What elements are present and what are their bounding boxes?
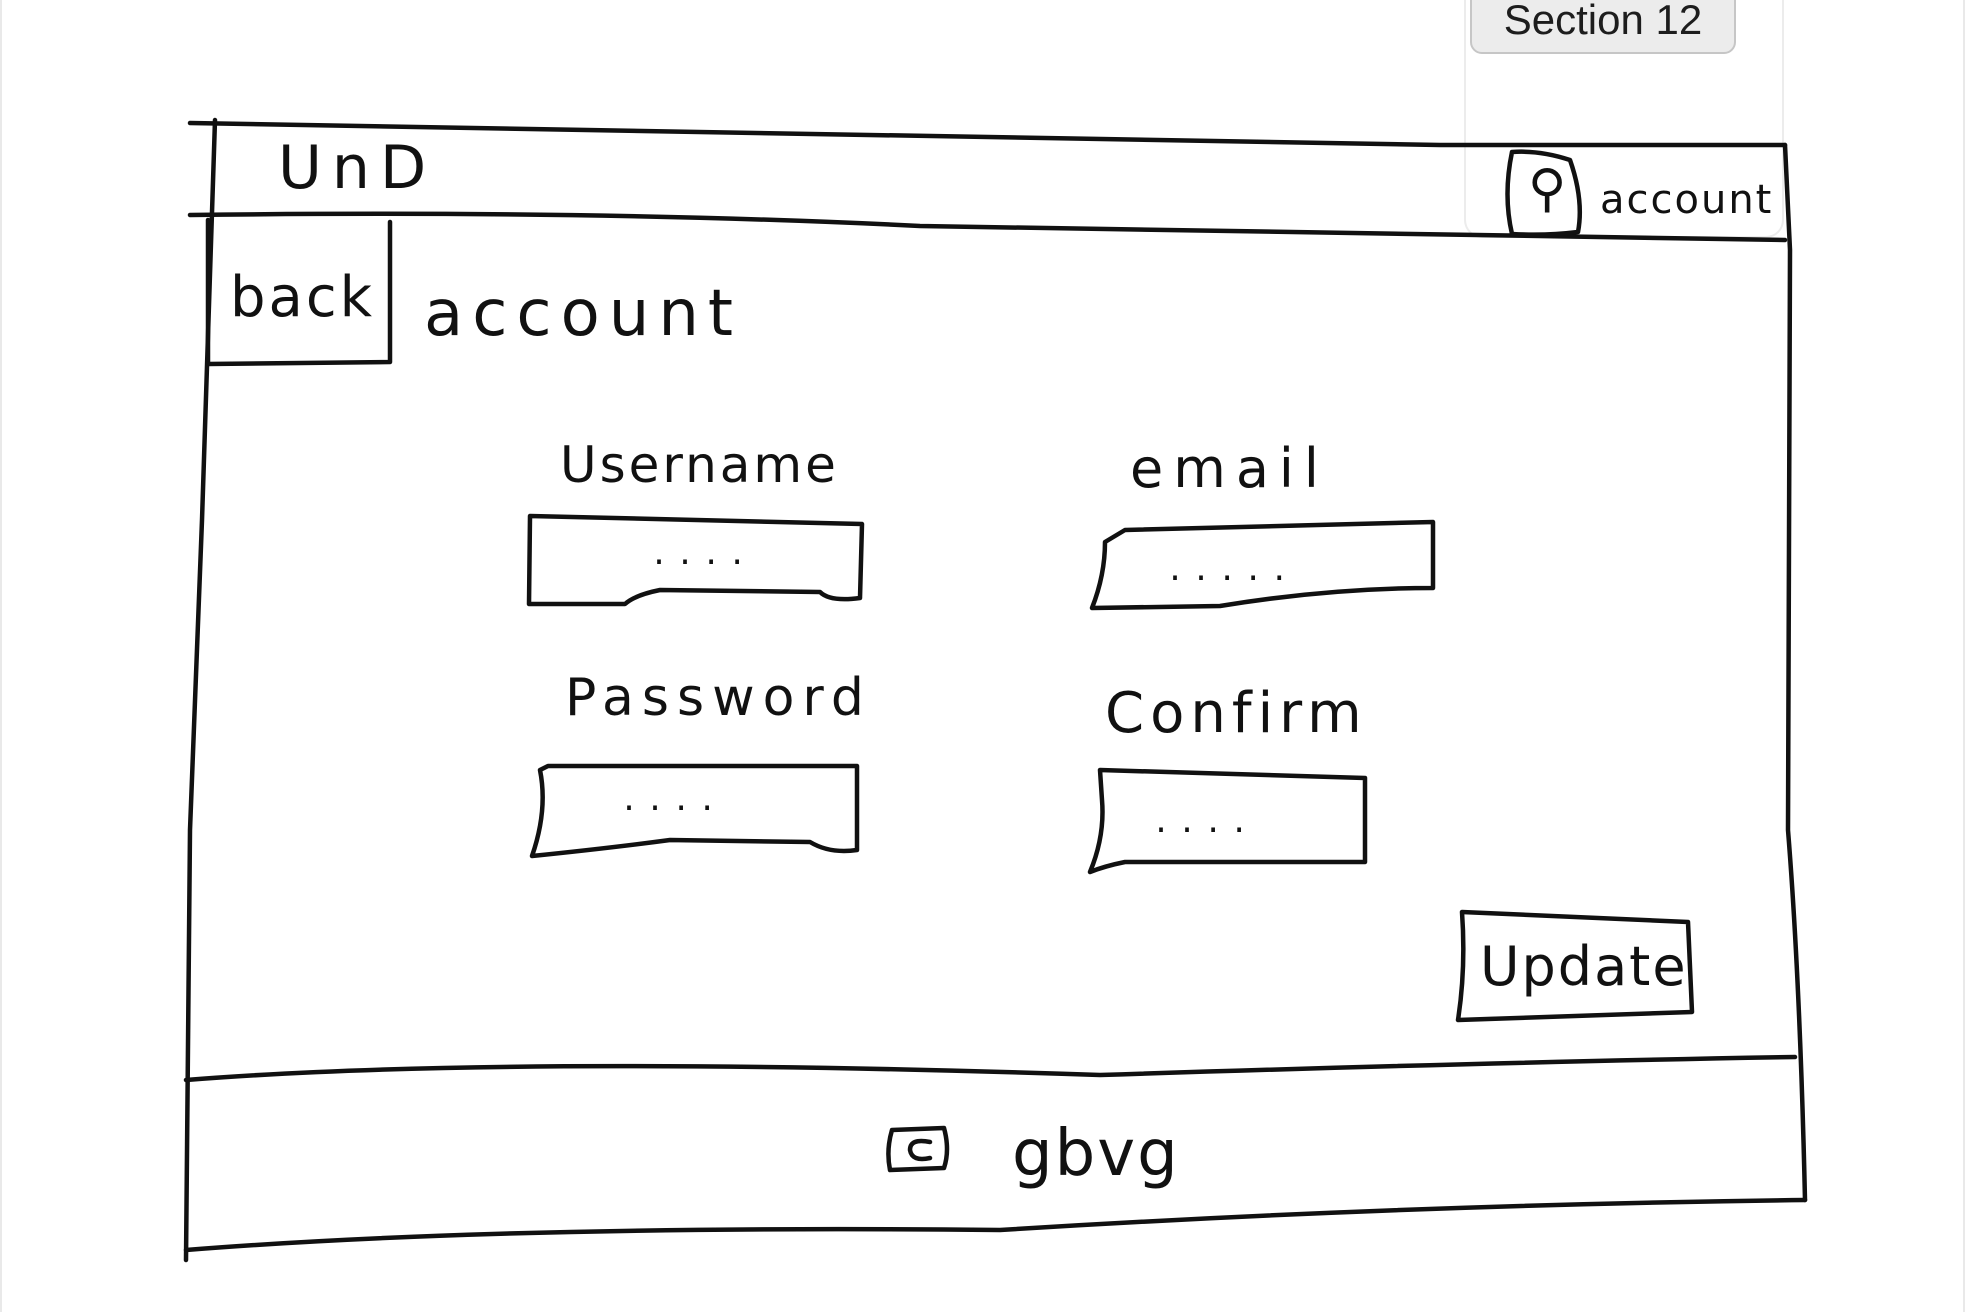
- update-button-label: Update: [1480, 935, 1688, 998]
- update-button-box: [1455, 909, 1695, 1023]
- email-field-box: [1089, 519, 1436, 611]
- header-divider: [187, 211, 1788, 243]
- footer-divider: [183, 1054, 1798, 1083]
- password-field-box: [529, 763, 860, 859]
- app-logo-text[interactable]: UnD: [278, 133, 437, 203]
- username-label: Username: [560, 436, 839, 494]
- password-input-value: ....: [620, 783, 725, 818]
- canvas-right-edge: [1963, 0, 1965, 1312]
- email-input-value: .....: [1166, 553, 1297, 588]
- password-label: Password: [565, 668, 872, 728]
- frame-bottom-line: [183, 1197, 1808, 1253]
- account-icon-box: [1505, 149, 1583, 237]
- confirm-input-value: ....: [1152, 805, 1257, 840]
- page-title: account: [424, 277, 742, 351]
- frame-left-line: [183, 117, 218, 1263]
- person-icon: ⚲: [1528, 159, 1567, 219]
- username-field-box: [526, 513, 865, 607]
- account-menu-label: account: [1600, 177, 1774, 223]
- section-tab[interactable]: Section 12: [1470, 0, 1736, 54]
- footer-text: gbvg: [1012, 1117, 1180, 1191]
- canvas-left-edge: [0, 0, 2, 1312]
- confirm-label: Confirm: [1105, 681, 1368, 746]
- frame-right-line: [1782, 142, 1808, 1203]
- back-button-box: [205, 217, 393, 367]
- confirm-field-box: [1087, 767, 1368, 875]
- copyright-icon: [886, 1125, 950, 1173]
- frame-top-line: [187, 120, 1788, 148]
- back-button[interactable]: back: [230, 265, 376, 330]
- username-input-value: ....: [650, 537, 755, 572]
- email-label: email: [1130, 437, 1329, 500]
